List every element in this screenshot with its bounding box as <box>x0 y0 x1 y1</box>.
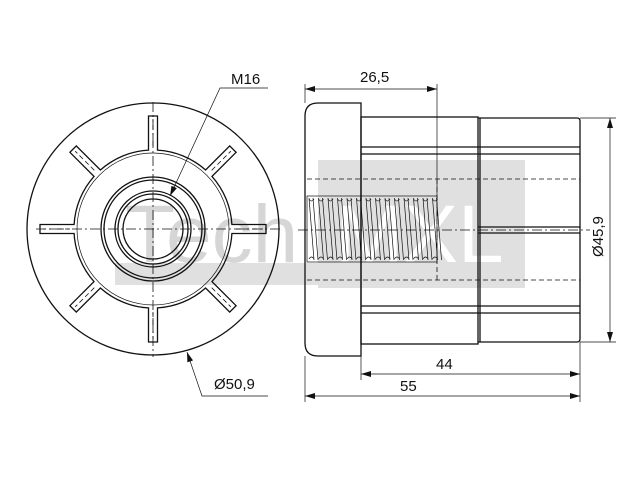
thread-crest <box>432 198 438 260</box>
outer-diameter-label: Ø50,9 <box>214 376 255 393</box>
thread-turn <box>337 197 347 261</box>
thread-crest <box>422 198 429 260</box>
body-section-1 <box>360 116 479 345</box>
thread-crest <box>413 198 419 260</box>
thread-crest <box>375 198 381 260</box>
thread-turn <box>403 197 414 261</box>
body-diameter-label: Ø45,9 <box>590 216 607 257</box>
watermark-text-left: Tech <box>125 189 298 280</box>
thread-crest <box>318 198 324 260</box>
thread-crest <box>384 198 391 260</box>
m16-leader <box>169 87 268 197</box>
thread-turn <box>327 197 338 261</box>
thread-crest <box>327 198 334 260</box>
gear-ring <box>39 115 267 343</box>
thread-turn <box>432 197 442 261</box>
thread-turn <box>365 197 376 261</box>
thread-crest <box>308 198 315 260</box>
thread-crest <box>403 198 410 260</box>
thread-turn <box>422 197 433 261</box>
thread-section <box>306 195 442 263</box>
thread-crest <box>337 198 343 260</box>
thread-depth-label: 26,5 <box>360 69 389 86</box>
total-length-label: 55 <box>400 378 417 395</box>
thread-crest <box>356 198 362 260</box>
m16-label: M16 <box>231 71 260 88</box>
side-view: 26,5 44 55 Ø45,9 <box>298 69 616 402</box>
thread-outline <box>306 195 438 263</box>
body-length-label: 44 <box>436 356 453 373</box>
thread-turn <box>384 197 395 261</box>
tab-slot <box>211 150 232 171</box>
diameter-50-leader <box>186 351 268 397</box>
thread-crest <box>346 198 353 260</box>
front-view: M16 Ø50,9 <box>26 71 283 397</box>
tab-slot <box>211 287 232 308</box>
thread-turn <box>356 197 366 261</box>
tab-slot <box>74 150 95 171</box>
flange <box>304 102 362 357</box>
thread-crest <box>365 198 372 260</box>
body-section-2 <box>478 117 581 343</box>
tab-slot <box>74 287 95 308</box>
thread-turn <box>375 197 385 261</box>
thread-crest <box>394 198 400 260</box>
watermark: Tech MXL <box>115 160 525 288</box>
thread-turn <box>346 197 357 261</box>
thread-turn <box>308 197 319 261</box>
thread-turn <box>318 197 328 261</box>
thread-turn <box>394 197 404 261</box>
thread-turn <box>413 197 423 261</box>
